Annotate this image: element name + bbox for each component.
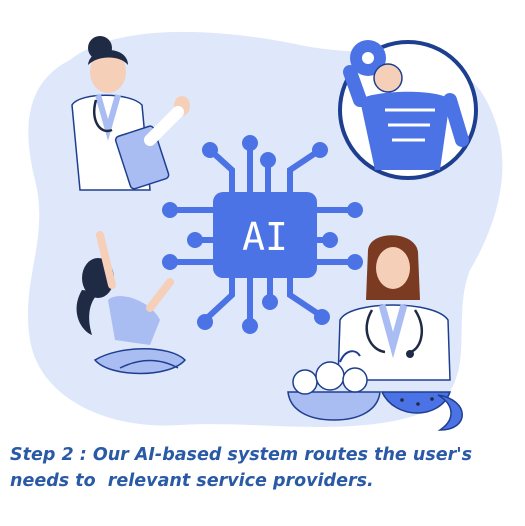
illustration: AI	[27, 31, 503, 431]
caption: Step 2 : Our AI-based system routes the …	[10, 442, 525, 494]
yoga-icon	[76, 231, 187, 375]
nutrition-icon	[287, 235, 463, 431]
fitness-icon	[338, 40, 478, 180]
caption-line-1: Step 2 : Our AI-based system routes the …	[10, 445, 473, 465]
doctor-icon	[71, 36, 190, 191]
ai-chip-icon: AI	[213, 192, 317, 278]
caption-line-2: needs to relevant service providers.	[10, 471, 374, 491]
circuit-nodes	[162, 135, 363, 334]
chip-label: AI	[242, 215, 288, 259]
